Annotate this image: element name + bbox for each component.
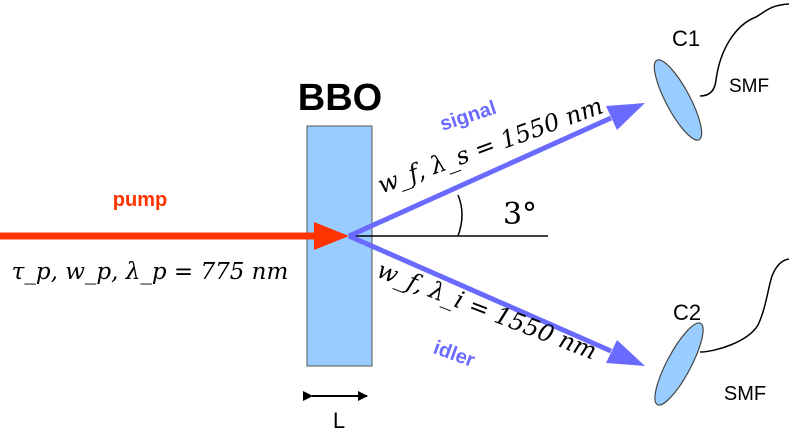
pump-label: pump [113, 189, 167, 211]
fiber-c1-label: SMF [729, 76, 769, 97]
fiber-c2-label: SMF [724, 383, 766, 405]
bbo-label: BBO [298, 77, 382, 119]
fiber-c2 [699, 258, 789, 353]
idler-beam [347, 233, 613, 354]
idler-arrowhead [606, 340, 645, 366]
idler-label: idler [430, 337, 477, 372]
coupler-c2-lens [654, 322, 704, 406]
coupler-c1-label: C1 [672, 26, 700, 51]
pump-params: τ_p, w_p, λ_p = 775 nm [12, 259, 289, 285]
fiber-c1 [699, 3, 789, 97]
angle-arc [457, 194, 463, 237]
coupler-c1-lens [653, 59, 703, 141]
coupler-c2-label: C2 [673, 300, 701, 325]
signal-arrowhead [606, 103, 645, 130]
pump-arrowhead [314, 222, 349, 250]
idler-params: w_f, λ_i = 1550 nm [373, 256, 601, 366]
angle-label: 3° [503, 197, 537, 232]
signal-beam [347, 115, 613, 239]
length-label: L [333, 408, 345, 433]
